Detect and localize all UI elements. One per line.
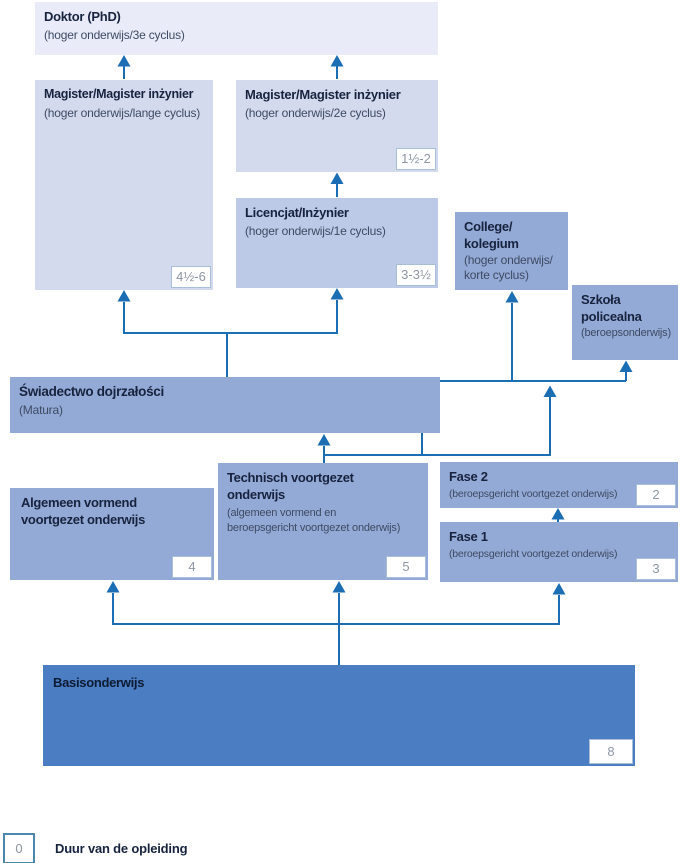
- box-swiadectwo-dojrzalosci: Świadectwo dojrzałości (Matura): [10, 377, 440, 433]
- box-title: College/ kolegium: [464, 219, 519, 251]
- duration-badge: 4: [172, 556, 212, 578]
- box-subtitle: (beroepsgericht voortgezet onderwijs): [449, 488, 618, 500]
- box-fase-2: Fase 2 (beroepsgericht voortgezet onderw…: [440, 462, 678, 508]
- box-subtitle: (beroepsgericht voortgezet onderwijs): [449, 548, 618, 560]
- box-magister-2e-cyclus: Magister/Magister inżynier (hoger onderw…: [236, 80, 438, 172]
- box-title: Magister/Magister inżynier: [44, 87, 194, 101]
- box-fase-1: Fase 1 (beroepsgericht voortgezet onderw…: [440, 522, 678, 582]
- box-title: Basisonderwijs: [53, 675, 145, 690]
- duration-badge: 2: [636, 484, 676, 506]
- legend-duration-box: 0: [3, 833, 35, 863]
- duration-badge: 3-3½: [396, 264, 436, 286]
- duration-badge: 4½-6: [171, 266, 211, 288]
- box-subtitle: (hoger onderwijs/2e cyclus): [245, 106, 386, 120]
- box-subtitle: (hoger onderwijs/lange cyclus): [44, 106, 201, 120]
- box-title: Fase 1: [449, 529, 488, 544]
- duration-badge: 5: [386, 556, 426, 578]
- box-title: Licencjat/Inżynier: [245, 205, 349, 220]
- box-title: Fase 2: [449, 469, 488, 484]
- duration-badge: 8: [589, 739, 633, 764]
- box-subtitle: (algemeen vormend en beroepsgericht voor…: [227, 507, 401, 534]
- box-title: Technisch voortgezet onderwijs: [227, 470, 354, 502]
- box-subtitle: (hoger onderwijs/1e cyclus): [245, 224, 386, 238]
- box-licencjat-inzynier: Licencjat/Inżynier (hoger onderwijs/1e c…: [236, 198, 438, 288]
- box-subtitle: (hoger onderwijs/ korte cyclus): [464, 253, 553, 282]
- box-basisonderwijs: Basisonderwijs 8: [43, 665, 635, 766]
- box-title: Szkoła policealna: [581, 292, 642, 324]
- box-algemeen-vormend: Algemeen vormend voortgezet onderwijs 4: [10, 488, 214, 580]
- box-college-kolegium: College/ kolegium (hoger onderwijs/ kort…: [455, 212, 568, 290]
- box-szkola-policealna: Szkoła policealna (beroepsonderwijs): [572, 285, 678, 360]
- box-title: Świadectwo dojrzałości: [19, 384, 164, 399]
- box-magister-lange-cyclus: Magister/Magister inżynier (hoger onderw…: [35, 80, 213, 290]
- box-title: Algemeen vormend voortgezet onderwijs: [21, 495, 146, 527]
- box-subtitle: (hoger onderwijs/3e cyclus): [44, 28, 185, 42]
- box-technisch-voortgezet: Technisch voortgezet onderwijs (algemeen…: [218, 463, 428, 580]
- box-title: Magister/Magister inżynier: [245, 87, 401, 102]
- box-title: Doktor (PhD): [44, 9, 121, 24]
- box-subtitle: (beroepsonderwijs): [581, 327, 671, 339]
- legend-label: Duur van de opleiding: [55, 841, 188, 856]
- box-doktor-phd: Doktor (PhD) (hoger onderwijs/3e cyclus): [35, 2, 438, 55]
- box-subtitle: (Matura): [19, 403, 63, 417]
- duration-badge: 1½-2: [396, 148, 436, 170]
- duration-badge: 3: [636, 558, 676, 580]
